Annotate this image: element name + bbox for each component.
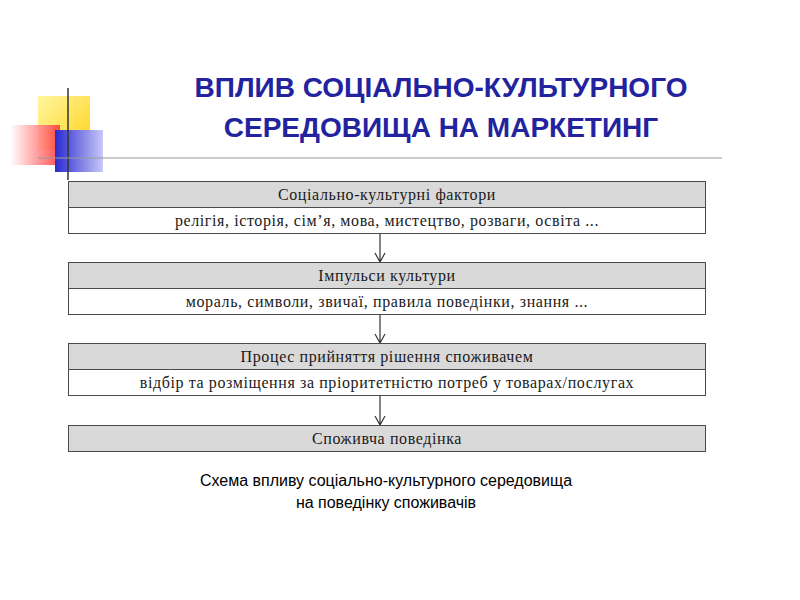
arrow-line bbox=[375, 234, 385, 262]
flow-arrow bbox=[375, 234, 385, 262]
arrow-line bbox=[375, 396, 385, 425]
arrow-line bbox=[375, 315, 385, 343]
box-body: релігія, історія, сім’я, мова, мистецтво… bbox=[69, 207, 705, 233]
box-body: мораль, символи, звичаї, правила поведін… bbox=[69, 288, 705, 314]
process-box: Імпульси культуримораль, символи, звичаї… bbox=[68, 262, 706, 315]
red-square bbox=[10, 125, 60, 165]
diagram-caption: Схема впливу соціально-культурного серед… bbox=[199, 470, 573, 514]
diagram-title: ВПЛИВ СОЦІАЛЬНО-КУЛЬТУРНОГО СЕРЕДОВИЩА Н… bbox=[151, 68, 731, 148]
flow-arrow bbox=[375, 396, 385, 425]
process-box: Споживча поведінка bbox=[68, 425, 706, 452]
process-box: Соціально-культурні факторирелігія, істо… bbox=[68, 181, 706, 234]
box-heading: Споживча поведінка bbox=[69, 426, 705, 451]
horizontal-rule bbox=[38, 158, 722, 159]
box-heading: Процес прийняття рішення споживачем bbox=[69, 344, 705, 369]
box-heading: Соціально-культурні фактори bbox=[69, 182, 705, 207]
box-heading: Імпульси культури bbox=[69, 263, 705, 288]
blue-square bbox=[55, 130, 103, 172]
process-box: Процес прийняття рішення споживачемвідбі… bbox=[68, 343, 706, 396]
vertical-rule bbox=[67, 88, 69, 180]
flow-arrow bbox=[375, 315, 385, 343]
box-body: відбір та розміщення за пріоритетністю п… bbox=[69, 369, 705, 395]
